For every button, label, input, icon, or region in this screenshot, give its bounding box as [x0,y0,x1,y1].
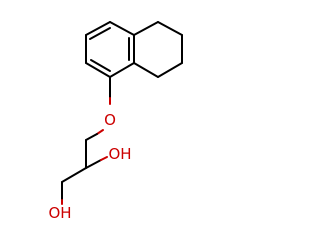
aromatic-ring [85,21,135,78]
bond-c1-c2 [85,21,111,36]
secondary-hydroxyl-label: OH [108,145,131,163]
bond-c4-c5 [109,62,135,78]
bond-c5-c6 [85,62,111,78]
molecule-drawing: O OH OH [48,21,183,222]
bond-ch-ch2 [61,167,87,183]
double-bond-inner-3 [90,59,111,72]
ether-oxygen-label: O [104,111,116,129]
bond-o-ch2-red [96,129,104,135]
bond-c7-c8 [157,21,183,36]
double-bond-inner-1 [89,27,111,40]
bond-ch-oh [85,159,102,169]
saturated-ring [133,21,183,78]
bond-c9-c10 [157,62,183,78]
bond-c10-c4 [133,62,159,78]
primary-hydroxyl-label: OH [48,204,71,222]
bond-o-ch2 [85,133,98,141]
side-chain [61,76,111,205]
bond-c2-c3 [109,21,135,36]
structure-diagram: O OH OH [48,21,183,222]
bond-ch-oh-red [100,156,108,161]
bond-c3-c7 [133,21,159,36]
